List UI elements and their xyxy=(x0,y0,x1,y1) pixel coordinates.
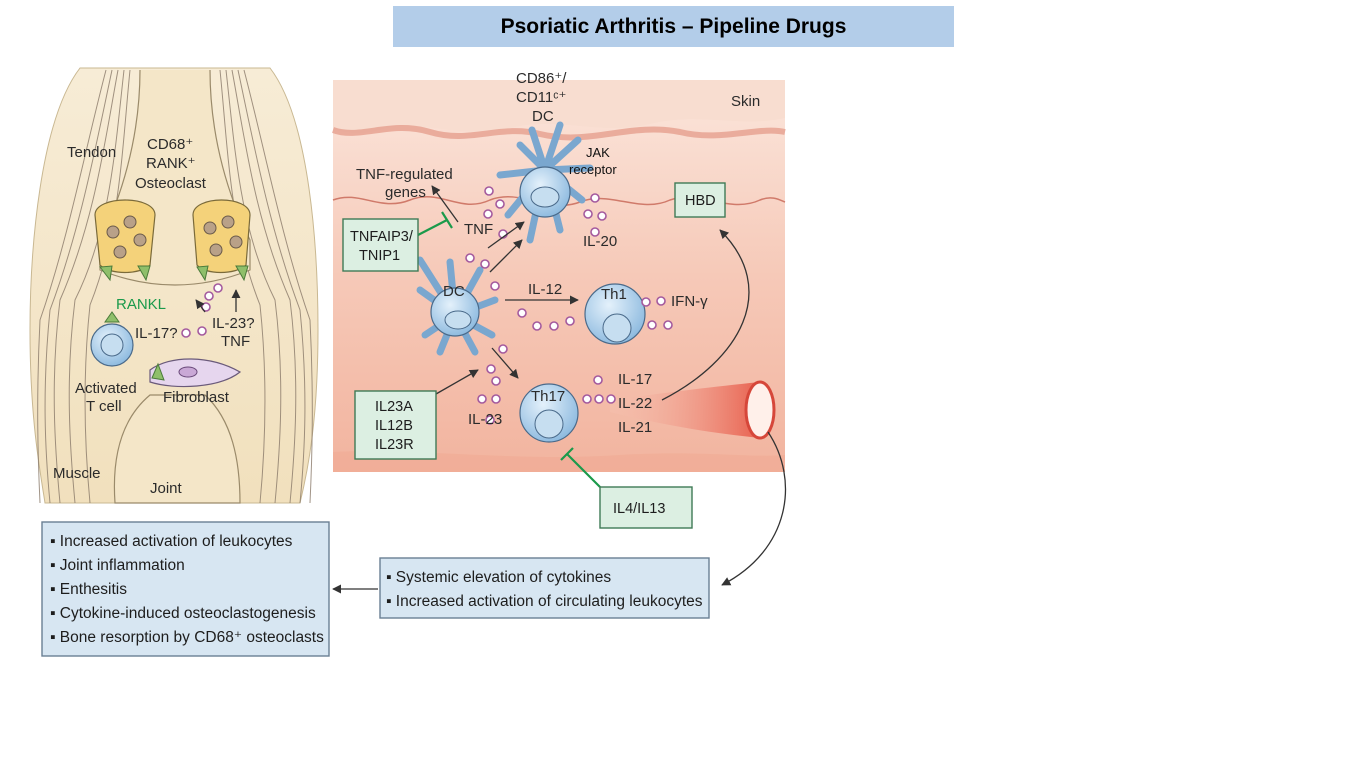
dc-top-label-2: CD11ᶜ⁺ xyxy=(516,89,566,106)
activated-label-1: Activated xyxy=(75,380,137,397)
il23-skin-label: IL-23 xyxy=(468,411,502,428)
dc-top-label-1: CD86⁺/ xyxy=(516,70,567,87)
dc-top-cell xyxy=(496,121,594,244)
dc-center-label: DC xyxy=(443,283,465,300)
osteoclast-label-2: RANK⁺ xyxy=(146,155,196,172)
il12-label: IL-12 xyxy=(528,281,562,298)
jak-label-2: receptor xyxy=(569,162,617,177)
joint-label: Joint xyxy=(150,480,183,497)
dc-top-label-3: DC xyxy=(532,108,554,125)
left-outcome-item: ▪ Cytokine-induced osteoclastogenesis xyxy=(50,605,316,622)
page-title: Psoriatic Arthritis – Pipeline Drugs xyxy=(393,6,954,47)
left-outcome-item: ▪ Increased activation of leukocytes xyxy=(50,533,293,550)
tnfaip3-box-label-1: TNFAIP3/ xyxy=(350,229,414,245)
il21-label: IL-21 xyxy=(618,419,652,436)
tnf-genes-label-1: TNF-regulated xyxy=(356,166,453,183)
right-outcome-box: ▪ Systemic elevation of cytokines ▪ Incr… xyxy=(379,557,710,619)
il17-skin-label: IL-17 xyxy=(618,371,652,388)
activated-label-2: T cell xyxy=(86,398,122,415)
tnf-genes-label-2: genes xyxy=(385,184,426,201)
muscle-label: Muscle xyxy=(53,465,101,482)
il23a-box-label-3: IL23R xyxy=(375,437,414,453)
il17-question-label: IL-17? xyxy=(135,325,178,342)
il22-label: IL-22 xyxy=(618,395,652,412)
dc-center-cell xyxy=(416,256,499,356)
th17-label: Th17 xyxy=(531,388,565,405)
il4-il13-box-label: IL4/IL13 xyxy=(613,501,665,517)
il20-label: IL-20 xyxy=(583,233,617,250)
th1-label: Th1 xyxy=(601,286,627,303)
skin-panel: CD86⁺/ CD11ᶜ⁺ DC Skin JAK receptor TNF-r… xyxy=(331,70,786,529)
tnf-skin-label: TNF xyxy=(464,221,493,238)
tnfaip3-box-label-2: TNIP1 xyxy=(359,248,400,264)
jak-label-1: JAK xyxy=(586,145,610,160)
il23a-box-label-2: IL12B xyxy=(375,418,413,434)
skin-label: Skin xyxy=(731,93,760,110)
osteoclast-label-3: Osteoclast xyxy=(135,175,207,192)
right-outcome-item: ▪ Increased activation of circulating le… xyxy=(386,593,703,610)
rankl-label: RANKL xyxy=(116,296,166,313)
left-outcome-item: ▪ Bone resorption by CD68⁺ osteoclasts xyxy=(50,629,324,646)
hbd-box-label: HBD xyxy=(685,193,716,209)
ifn-gamma-label: IFN-γ xyxy=(671,293,708,310)
fibroblast-label: Fibroblast xyxy=(163,389,230,406)
tendon-label: Tendon xyxy=(67,144,116,161)
tnf-joint-label: TNF xyxy=(221,333,250,350)
left-outcome-item: ▪ Joint inflammation xyxy=(50,557,185,574)
il23a-box-label-1: IL23A xyxy=(375,399,413,415)
joint-panel: Tendon CD68⁺ RANK⁺ Osteoclast RANKL IL-1… xyxy=(28,66,332,504)
right-outcome-item: ▪ Systemic elevation of cytokines xyxy=(386,569,611,586)
left-outcome-item: ▪ Enthesitis xyxy=(50,581,127,598)
osteoclast-label-1: CD68⁺ xyxy=(147,136,193,153)
il23-question-label: IL-23? xyxy=(212,315,255,332)
left-outcome-box: ▪ Increased activation of leukocytes ▪ J… xyxy=(41,521,330,657)
